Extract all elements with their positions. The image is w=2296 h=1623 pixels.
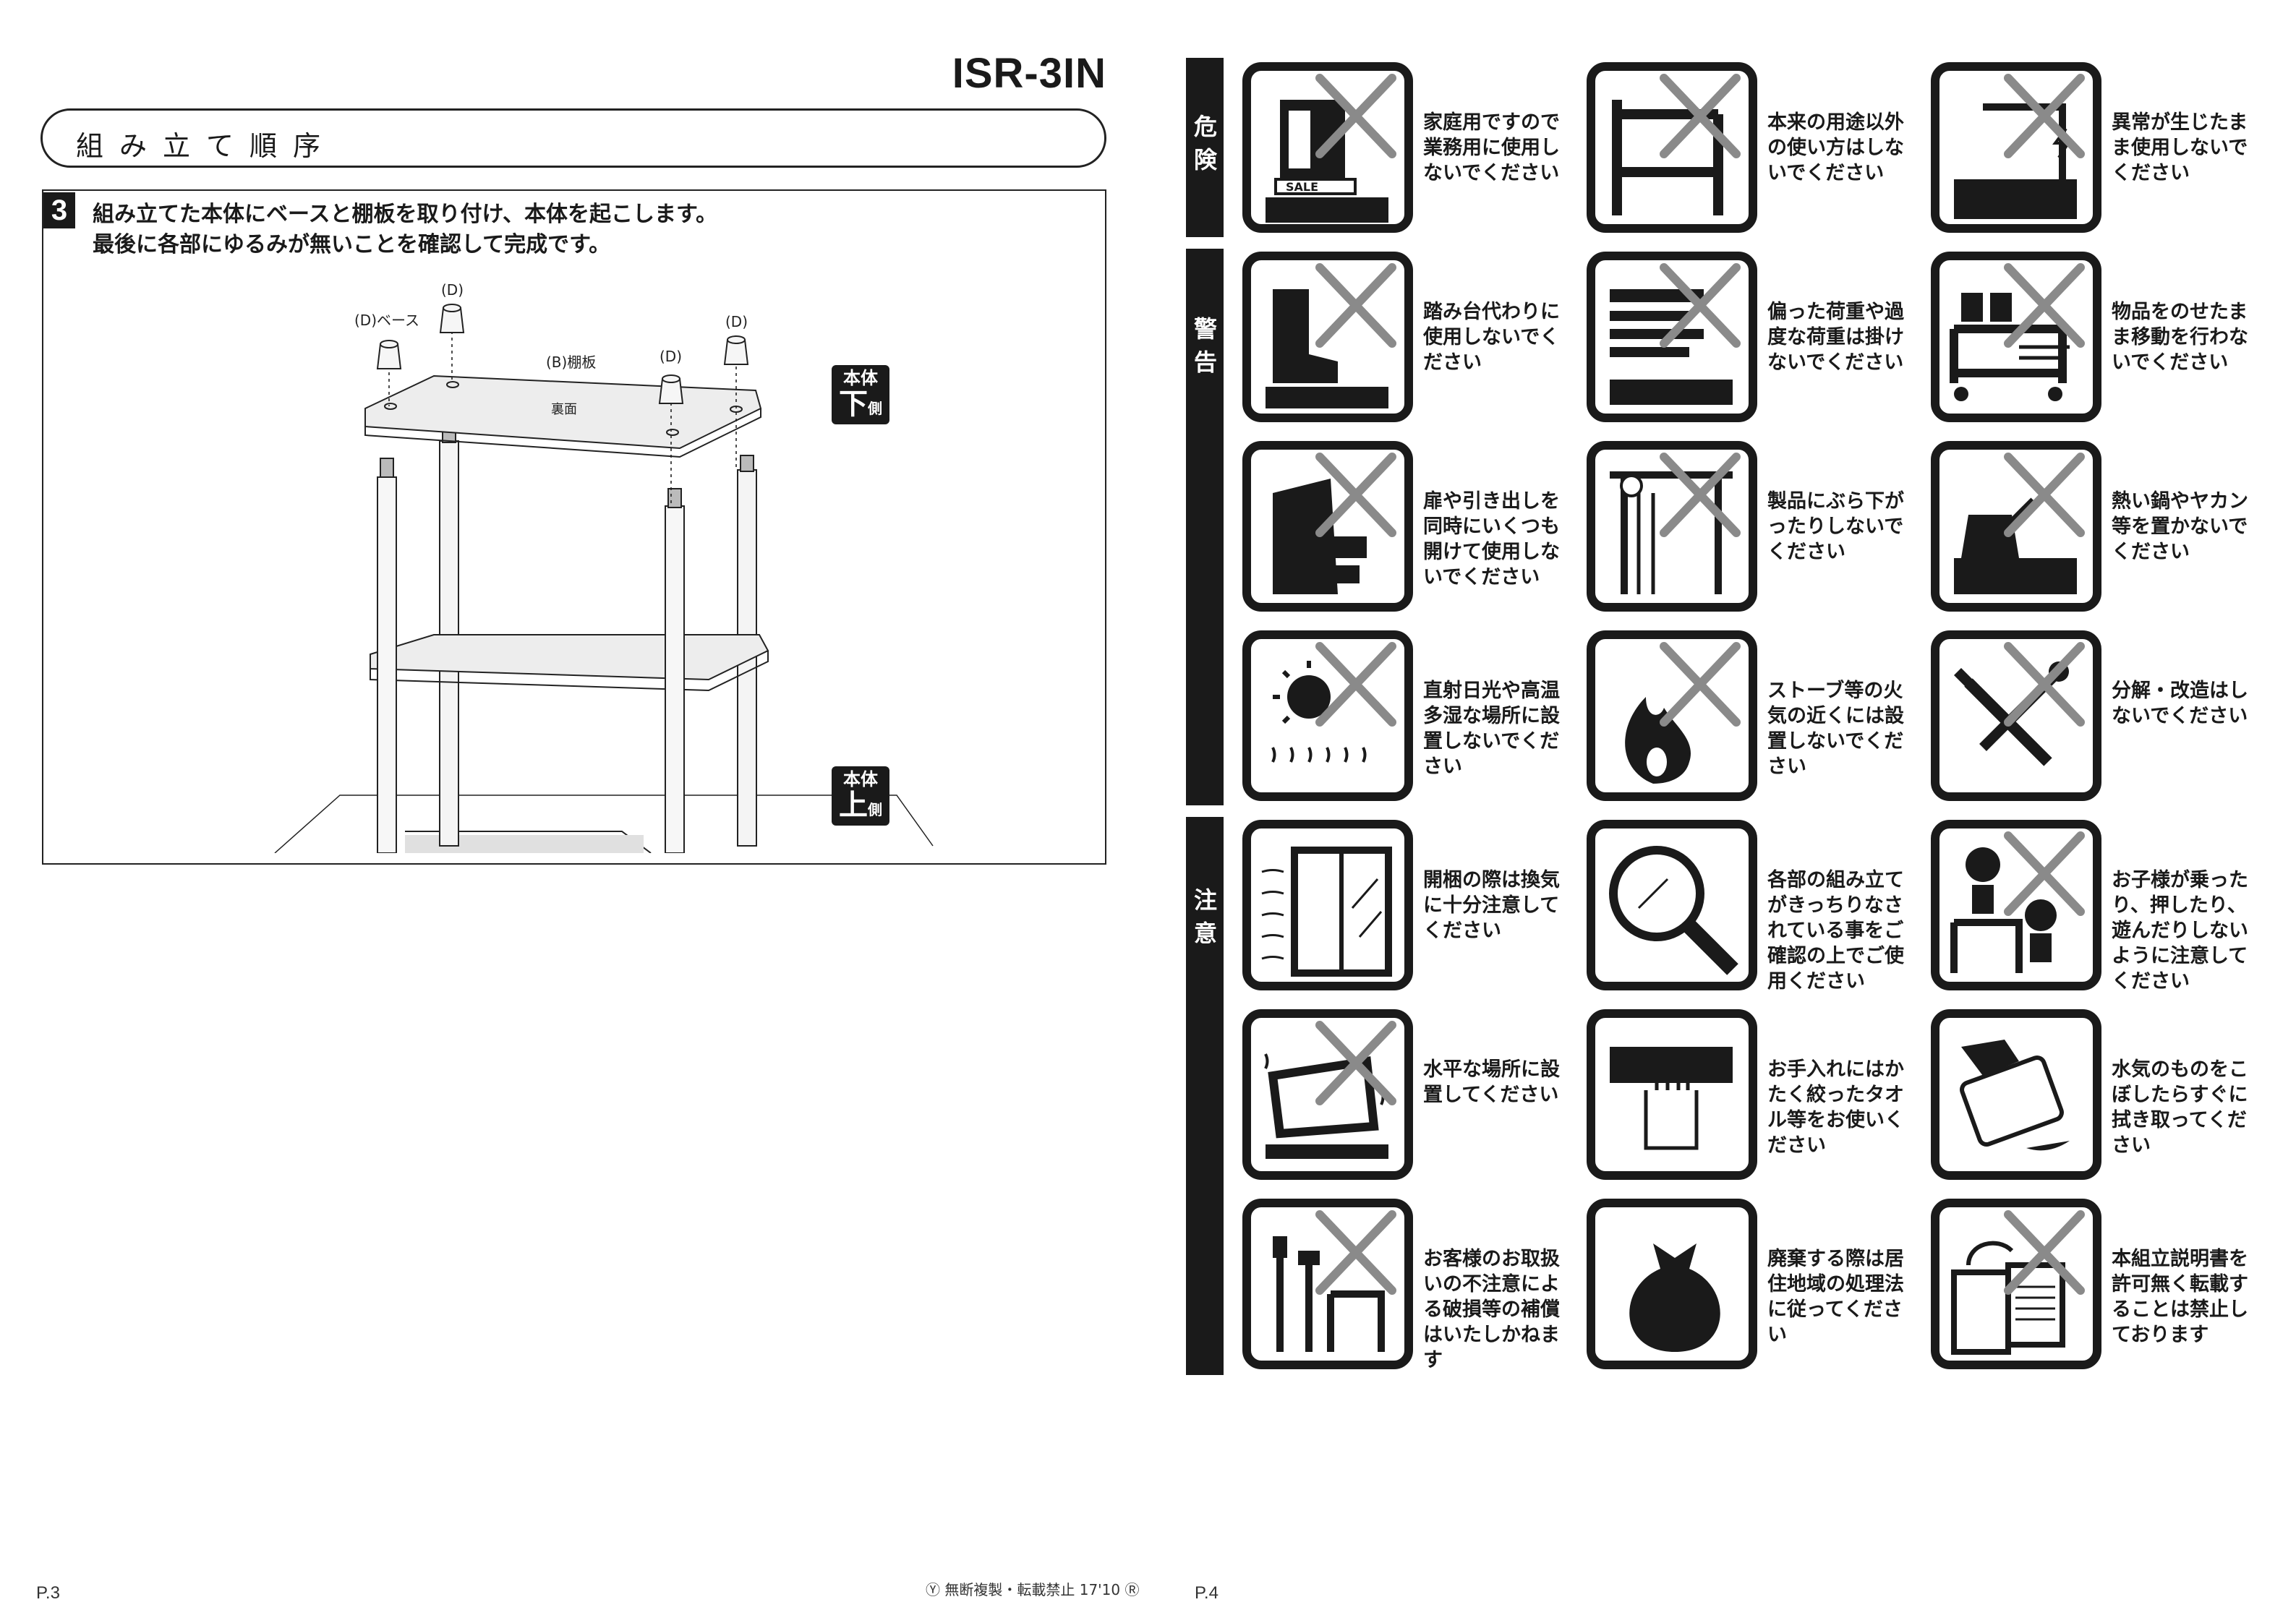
warning-text: 本組立説明書を許可無く転載することは禁止しております (2112, 1248, 2248, 1346)
uneven-load-icon (1587, 252, 1757, 422)
warning-text: 水平な場所に設置してください (1423, 1058, 1560, 1106)
sun-humidity-icon (1242, 630, 1413, 801)
page-number-left: P.3 (36, 1583, 60, 1603)
careless-handling-icon (1242, 1199, 1413, 1369)
category-warning: 警告 (1186, 249, 1224, 805)
warning-text: 家庭用ですので業務用に使用しないでください (1423, 111, 1560, 184)
boot-step-icon (1242, 252, 1413, 422)
label-d-2: (D) (660, 348, 682, 365)
step-box (42, 189, 1106, 865)
model-number: ISR-3IN (952, 50, 1106, 97)
instruction-line-1: 組み立てた本体にベースと棚板を取り付け、本体を起こします。 (93, 202, 717, 227)
warning-text: 物品をのせたまま移動を行わないでください (2112, 301, 2248, 374)
hanging-hand-icon (1587, 441, 1757, 612)
label-d-3: (D) (725, 313, 748, 330)
magnifier-icon (1587, 820, 1757, 990)
warning-text: 各部の組み立てがきっちりなされている事をご確認の上でご使用ください (1767, 869, 1904, 993)
warning-text: 直射日光や高温多湿な場所に設置しないでください (1423, 680, 1560, 778)
label-d-1: (D) (441, 281, 464, 299)
warning-text: 開梱の際は換気に十分注意してください (1423, 869, 1560, 942)
category-danger: 危険 (1186, 58, 1224, 237)
ventilation-window-icon (1242, 820, 1413, 990)
section-title-box: 組み立て順序 (40, 108, 1106, 168)
child-climbing-icon (1931, 820, 2101, 990)
label-back-side: 裏面 (551, 402, 577, 417)
warning-text: お子様が乗ったり、押したり、遊んだりしないように注意してください (2112, 869, 2248, 993)
warning-text: 分解・改造はしないでください (2112, 680, 2248, 727)
disposal-bag-icon (1587, 1199, 1757, 1369)
open-drawers-icon (1242, 441, 1413, 612)
warning-text: 扉や引き出しを同時にいくつも開けて使用しないでください (1423, 490, 1560, 588)
flame-icon (1587, 630, 1757, 801)
category-danger-label: 危険 (1194, 113, 1218, 174)
warning-text: ストーブ等の火気の近くには設置しないでください (1767, 680, 1904, 778)
category-warning-label: 警告 (1194, 315, 1218, 376)
warning-text: 廃棄する際は居住地域の処理法に従ってください (1767, 1248, 1904, 1346)
warning-text: お客様のお取扱いの不注意による破損等の補償はいたしかねます (1423, 1248, 1560, 1371)
copyright-notice: Ⓨ 無断複製・転載禁止 17'10 Ⓡ (926, 1581, 1140, 1598)
label-base-d: (D)ベース (354, 312, 419, 329)
misuse-furniture-icon (1587, 62, 1757, 233)
warning-text: 本来の用途以外の使い方はしないでください (1767, 111, 1904, 184)
badge-body-upper: 本体 上側 (832, 766, 889, 826)
tilted-surface-icon (1242, 1009, 1413, 1180)
sale-display-icon: SALE (1242, 62, 1413, 233)
step-instructions: 組み立てた本体にベースと棚板を取り付け、本体を起こします。 最後に各部にゆるみが… (93, 200, 717, 260)
page-number-right: P.4 (1195, 1583, 1219, 1603)
tools-icon (1931, 630, 2101, 801)
step-number: 3 (43, 192, 75, 228)
badge-body-lower: 本体 下側 (832, 365, 889, 424)
abnormal-spark-icon (1931, 62, 2101, 233)
towel-hand-icon (1587, 1009, 1757, 1180)
warning-text: 製品にぶら下がったりしないでください (1767, 490, 1904, 563)
label-shelf-b: (B)棚板 (546, 354, 596, 371)
wipe-spill-icon (1931, 1009, 2101, 1180)
hot-kettle-icon (1931, 441, 2101, 612)
warning-text: 異常が生じたまま使用しないでください (2112, 111, 2248, 184)
warning-text: お手入れにはかたく絞ったタオル等をお使いください (1767, 1058, 1904, 1157)
category-caution: 注意 (1186, 817, 1224, 1375)
warning-text: 偏った荷重や過度な荷重は掛けないでください (1767, 301, 1904, 374)
section-title: 組み立て順序 (76, 130, 337, 162)
instruction-line-2: 最後に各部にゆるみが無いことを確認して完成です。 (93, 232, 611, 257)
warning-text: 踏み台代わりに使用しないでください (1423, 301, 1560, 374)
svg-text:SALE: SALE (1286, 180, 1318, 194)
warning-text: 水気のものをこぼしたらすぐに拭き取ってください (2112, 1058, 2248, 1157)
moving-cart-icon (1931, 252, 2101, 422)
warning-text: 熱い鍋やヤカン等を置かないでください (2112, 490, 2248, 563)
no-copy-document-icon (1931, 1199, 2101, 1369)
category-caution-label: 注意 (1194, 886, 1218, 947)
assembly-diagram: (D)ベース (D) (D) (D) (B)棚板 裏面 (274, 281, 934, 853)
